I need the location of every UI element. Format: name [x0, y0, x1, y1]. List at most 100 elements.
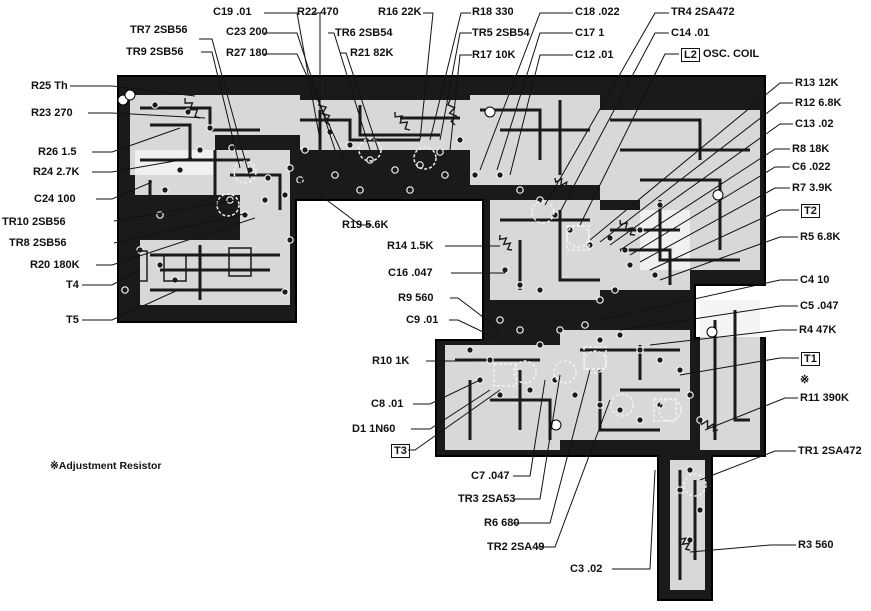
- solder-pad: [636, 226, 644, 234]
- leader-line: [449, 54, 472, 151]
- leader-line: [429, 12, 471, 141]
- leader-line: [479, 12, 573, 171]
- pcb-trace: [610, 118, 702, 160]
- leader-line: [82, 269, 141, 286]
- solder-pad: [241, 211, 249, 219]
- label-r26: R26 1.5: [38, 146, 77, 158]
- leader-line: [496, 32, 573, 171]
- pcb-trace: [558, 210, 600, 282]
- leader-line: [536, 399, 611, 548]
- transistor-outline: [683, 473, 707, 497]
- solder-pad: [526, 386, 534, 394]
- resistor-symbol: [294, 174, 307, 191]
- label-c7: C7 .047: [471, 470, 510, 482]
- label-tr6: TR6 2SB54: [335, 27, 393, 39]
- solder-pad: [581, 321, 589, 329]
- solder-pad: [696, 506, 704, 514]
- label-tr8: TR8 2SB56: [9, 237, 67, 249]
- label-c18: C18 .022: [575, 6, 620, 18]
- solder-pad: [366, 156, 374, 164]
- solder-pad: [686, 466, 694, 474]
- label-r19: R19 5.6K: [342, 219, 389, 231]
- label-c9: C9 .01: [406, 314, 439, 326]
- leader-line: [92, 157, 193, 173]
- pcb-trace: [480, 108, 542, 160]
- leader-line: [411, 389, 491, 430]
- transformer-outline: [653, 398, 677, 422]
- leader-line: [96, 217, 256, 266]
- leader-line: [96, 181, 153, 200]
- leader-line: [629, 166, 790, 256]
- label-r27: R27 180: [226, 47, 268, 59]
- label-t4: T4: [66, 279, 79, 291]
- label-tr2: TR2 2SA49: [487, 541, 545, 553]
- resistor-symbol: [699, 419, 719, 432]
- pcb-trace: [598, 370, 660, 432]
- leader-line: [264, 53, 346, 161]
- pcb-trace: [733, 310, 750, 422]
- leader-line: [699, 450, 796, 481]
- pcb-trace: [490, 398, 552, 440]
- label-r5: R5 6.8K: [800, 231, 841, 243]
- resistor-symbol: [678, 534, 691, 551]
- leader-line: [88, 112, 206, 119]
- solder-pad: [651, 271, 659, 279]
- solder-pad: [206, 124, 214, 132]
- leader-line: [419, 12, 434, 141]
- leader-line: [649, 209, 799, 271]
- solder-pad: [686, 391, 694, 399]
- label-r17: R17 10K: [472, 49, 516, 61]
- solder-pad: [596, 296, 604, 304]
- solder-pad: [466, 346, 474, 354]
- label-r21: R21 82K: [350, 47, 394, 59]
- solder-pad: [356, 186, 364, 194]
- solder-pad: [196, 146, 204, 154]
- copper-region: [470, 95, 600, 185]
- leader-line: [340, 52, 381, 156]
- label-c16: C16 .047: [388, 267, 433, 279]
- leader-line: [92, 127, 181, 153]
- label-r14: R14 1.5K: [387, 240, 434, 252]
- label-c17: C17 1: [575, 27, 605, 39]
- label-r8: R8 18K: [792, 143, 830, 155]
- resistor-symbol: [498, 234, 513, 251]
- label-r18: R18 330: [472, 6, 514, 18]
- label-r23: R23 270: [31, 107, 73, 119]
- label-t2: T2: [801, 204, 820, 218]
- label-r24: R24 2.7K: [33, 166, 80, 178]
- label-c13: C13 .02: [795, 118, 834, 130]
- leader-line: [649, 329, 797, 346]
- leader-line: [513, 379, 546, 477]
- transistor-outline: [610, 393, 634, 417]
- leader-line: [619, 148, 790, 251]
- leader-line: [328, 32, 371, 151]
- solder-pad: [496, 316, 504, 324]
- resistor-symbol: [394, 111, 411, 131]
- solder-pad: [331, 171, 339, 179]
- resistor-symbol: [619, 219, 636, 236]
- solder-pad: [596, 336, 604, 344]
- label-t1: T1: [801, 352, 820, 366]
- label-mark: ※: [800, 374, 810, 386]
- solder-pad: [616, 406, 624, 414]
- pcb-trace: [658, 200, 740, 262]
- label-r7: R7 3.9K: [792, 182, 833, 194]
- leader-line: [70, 85, 196, 97]
- pcb-trace: [358, 105, 440, 137]
- solder-pad: [151, 101, 159, 109]
- pcb-trace: [640, 178, 722, 250]
- leader-line: [201, 51, 241, 169]
- solder-pad: [656, 356, 664, 364]
- copper-region: [560, 330, 690, 440]
- label-c8: C8 .01: [371, 398, 404, 410]
- label-tr3: TR3 2SA53: [458, 493, 516, 505]
- solder-pad: [516, 281, 524, 289]
- label-c4: C4 10: [800, 274, 830, 286]
- solder-pad: [501, 266, 509, 274]
- solder-pad: [456, 136, 464, 144]
- label-d1: D1 1N60: [352, 423, 396, 435]
- leader-line: [612, 469, 656, 570]
- leader-line: [559, 32, 669, 213]
